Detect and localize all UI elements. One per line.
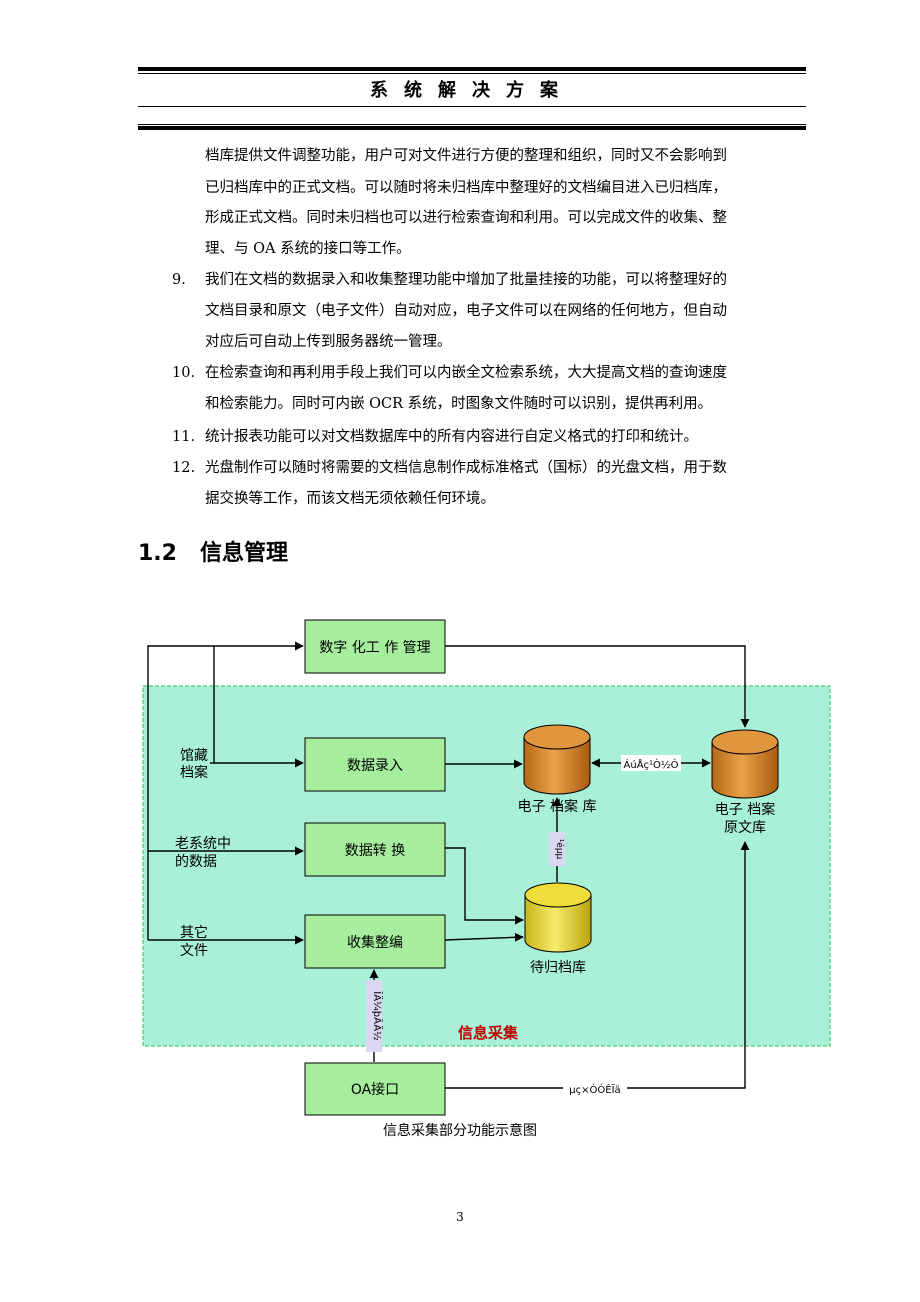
data-entry-box: 数据录入 — [304, 737, 446, 792]
collect-edit-box: 收集整编 — [304, 914, 446, 969]
item-line: 在检索查询和再利用手段上我们可以内嵌全文检索系统，大大提高文档的查询速度 — [205, 365, 727, 381]
item-number: 12. — [172, 460, 196, 476]
continuation-line: 档库提供文件调整功能，用户可对文件进行方便的整理和组织，同时又不会影响到 — [205, 148, 727, 164]
pending-archive-db-icon — [524, 882, 592, 953]
item-number: 10. — [172, 365, 196, 381]
legacy-data-label: 老系统中 — [175, 836, 231, 852]
auto-label-bg — [366, 980, 382, 1052]
link-label-bg — [621, 755, 681, 771]
oa-interface-box-label: OA接口 — [351, 1081, 399, 1098]
email-label-bg — [563, 1081, 627, 1096]
region-label: 信息采集 — [458, 1024, 519, 1042]
item-number: 11. — [172, 429, 196, 445]
pending-archive-db-label: 待归档库 — [530, 959, 586, 976]
data-entry-box-label: 数据录入 — [347, 758, 403, 774]
item-line: 和检索能力。同时可内嵌 OCR 系统，时图象文件随时可以识别，提供再利用。 — [205, 396, 713, 412]
digitize-box-label: 数字 化工 作 管理 — [319, 640, 430, 656]
original-document-db-label: 原文库 — [724, 820, 766, 836]
link-edge-label: ÁúÅç¹Ò½Ó — [624, 758, 679, 771]
item-line: 文档目录和原文（电子文件）自动对应，电子文件可以在网络的任何地方，但自动 — [205, 303, 727, 319]
section-title: 信息管理 — [200, 541, 289, 566]
header-title: 系统解决方案 — [370, 80, 574, 101]
other-files-label: 文件 — [180, 943, 208, 959]
section-number: 1.2 — [138, 541, 177, 566]
collect-edit-box-label: 收集整编 — [347, 934, 403, 951]
legacy-data-label: 的数据 — [175, 854, 217, 870]
continuation-line: 已归档库中的正式文档。可以随时将未归档库中整理好的文档编目进入已归档库， — [205, 180, 727, 196]
connector-lines — [147, 641, 750, 1089]
figure-caption: 信息采集部分功能示意图 — [383, 1123, 537, 1139]
auto-edge-label: ÎÄ¼þÂÃ½ — [371, 990, 384, 1041]
page-number: 3 — [456, 1210, 464, 1224]
electronic-archive-db-label: 电子 档案 库 — [518, 798, 597, 815]
other-files-label: 其它 — [180, 924, 208, 941]
continuation-line: 理、与 OA 系统的接口等工作。 — [205, 241, 411, 257]
header-rule-middle — [138, 106, 806, 107]
header-rule-bottom-thick — [138, 126, 806, 130]
continuation-line: 形成正式文档。同时未归档也可以进行检索查询和利用。可以完成文件的收集、整 — [205, 210, 727, 226]
archive-edge-label: ¹éµµ — [554, 839, 565, 860]
data-convert-box-label: 数据转 换 — [345, 842, 405, 859]
original-document-db-icon — [711, 729, 779, 799]
item-line: 对应后可自动上传到服务器统一管理。 — [205, 334, 452, 350]
archive-collection-label: 档案 — [180, 764, 208, 781]
oa-interface-box: OA接口 — [304, 1062, 446, 1116]
archive-collection-label: 馆藏 — [180, 748, 208, 764]
archive-label-bg — [549, 832, 565, 866]
digitize-box: 数字 化工 作 管理 — [304, 619, 446, 674]
data-convert-box: 数据转 换 — [304, 822, 446, 877]
electronic-archive-db-icon — [523, 724, 591, 795]
original-document-db-label: 电子 档案 — [715, 801, 775, 818]
header-rule-top-thick — [138, 67, 806, 71]
item-line: 我们在文档的数据录入和收集整理功能中增加了批量挂接的功能，可以将整理好的 — [205, 272, 727, 288]
item-line: 统计报表功能可以对文档数据库中的所有内容进行自定义格式的打印和统计。 — [205, 429, 698, 445]
item-number: 9. — [172, 272, 186, 288]
email-edge-label: µç×ÓÓÊÏä — [569, 1083, 620, 1096]
header-rule-top-thin — [138, 73, 806, 74]
header-rule-bottom-thin — [138, 124, 806, 125]
item-line: 光盘制作可以随时将需要的文档信息制作成标准格式（国标）的光盘文档，用于数 — [205, 460, 727, 476]
section-heading: 1.2 信息管理 — [138, 538, 288, 570]
item-line: 据交换等工作，而该文档无须依赖任何环境。 — [205, 491, 495, 507]
